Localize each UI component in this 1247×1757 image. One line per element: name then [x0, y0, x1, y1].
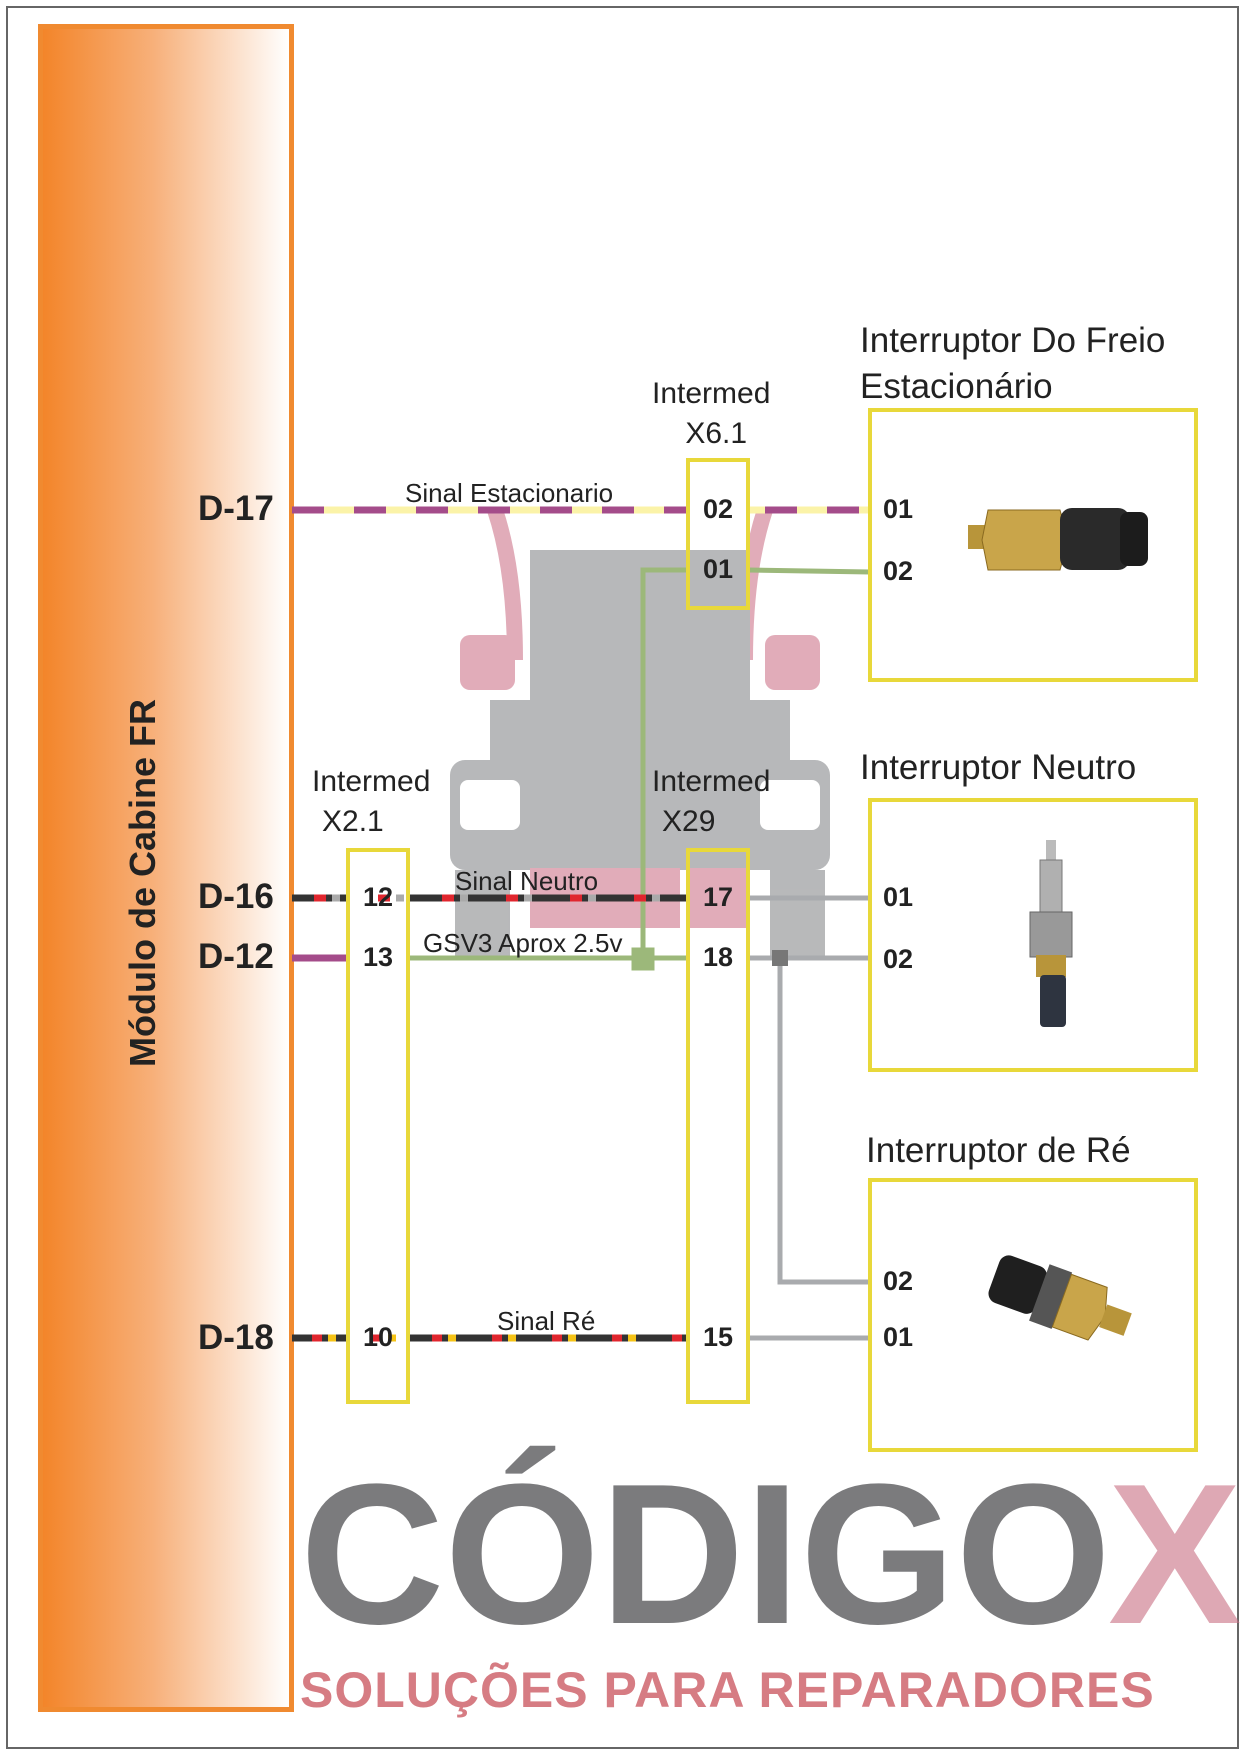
- reverse-pin-02: 02: [882, 1266, 914, 1296]
- x29-pin-15: 15: [702, 1322, 734, 1352]
- component-parking-brake-title: Interruptor Do Freio Estacionário: [860, 318, 1165, 410]
- x61-pin-02: 02: [702, 494, 734, 524]
- wire-label-gsv3: GSV3 Aprox 2.5v: [423, 928, 623, 958]
- component-parking-brake-title-line1: Interruptor Do Freio: [860, 321, 1166, 360]
- component-parking-brake-box: [868, 408, 1198, 682]
- neutral-pin-01: 01: [882, 882, 914, 912]
- connector-x21-title-line2: X2.1: [322, 805, 384, 838]
- connector-x61-title: Intermed X6.1: [652, 374, 770, 454]
- wire-green: [408, 567, 871, 971]
- connector-x21-title-line1: Intermed: [312, 765, 431, 798]
- connector-x29-title-line2: X29: [662, 805, 716, 838]
- module-pin-d18: D-18: [198, 1318, 274, 1357]
- component-neutral-title: Interruptor Neutro: [860, 748, 1137, 787]
- wire-gray: [748, 895, 870, 1341]
- connector-x29-box: [686, 848, 750, 1404]
- cab-module: Módulo de Cabine FR: [38, 24, 294, 1712]
- component-neutral-box: [868, 798, 1198, 1072]
- parking-brake-pin-02: 02: [882, 556, 914, 586]
- wire-label-neutro: Sinal Neutro: [455, 866, 599, 896]
- reverse-pin-01: 01: [882, 1322, 914, 1352]
- outer-frame: [6, 6, 1239, 1749]
- connector-x61-box: [686, 458, 750, 610]
- neutral-pin-02: 02: [882, 944, 914, 974]
- x61-pin-01: 01: [702, 554, 734, 584]
- watermark-brand: CÓDIGO: [300, 1443, 1112, 1666]
- wire-label-re: Sinal Ré: [497, 1306, 596, 1336]
- connector-x29-title-line1: Intermed: [652, 765, 771, 798]
- connector-x21-title: Intermed X2.1: [312, 762, 430, 842]
- wire-label-estacionario: Sinal Estacionario: [405, 478, 614, 508]
- connector-x61-title-line2: X6.1: [685, 417, 748, 450]
- component-parking-brake-title-line2: Estacionário: [860, 367, 1053, 406]
- connector-x21-box: [346, 848, 410, 1404]
- connector-x61-title-line1: Intermed: [652, 377, 771, 410]
- parking-brake-pin-01: 01: [882, 494, 914, 524]
- x29-pin-18: 18: [702, 942, 734, 972]
- module-pin-d16: D-16: [198, 877, 274, 916]
- watermark-brand-x: X: [1108, 1443, 1242, 1666]
- x21-pin-12: 12: [362, 882, 394, 912]
- x29-pin-17: 17: [702, 882, 734, 912]
- module-pin-d12: D-12: [198, 937, 274, 976]
- x21-pin-13: 13: [362, 942, 394, 972]
- component-reverse-box: [868, 1178, 1198, 1452]
- watermark-tagline: SOLUÇÕES PARA REPARADORES: [300, 1662, 1155, 1718]
- connector-x29-title: Intermed X29: [652, 762, 770, 842]
- module-pin-d17: D-17: [198, 489, 274, 528]
- x21-pin-10: 10: [362, 1322, 394, 1352]
- component-reverse-title: Interruptor de Ré: [866, 1131, 1131, 1170]
